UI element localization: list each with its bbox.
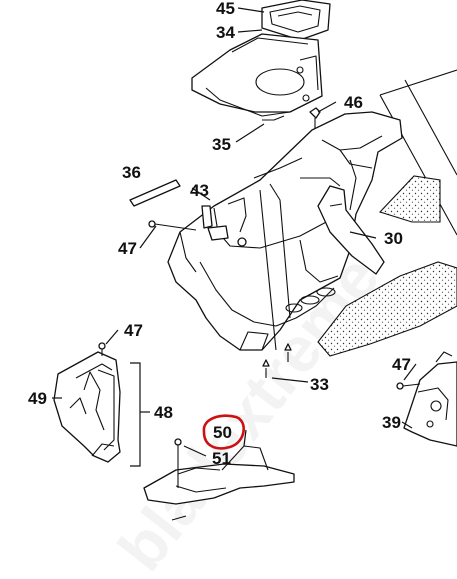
part-51-screw xyxy=(174,438,182,488)
part-33-fasteners xyxy=(262,343,292,378)
callout-47-left: 47 xyxy=(118,239,137,258)
part-35-pin xyxy=(262,115,285,121)
callout-33: 33 xyxy=(310,375,329,394)
side-panel-upper xyxy=(378,175,441,223)
callout-45: 45 xyxy=(216,0,235,18)
callout-43: 43 xyxy=(190,181,209,200)
callout-51: 51 xyxy=(212,449,231,468)
side-panel-lower xyxy=(317,261,457,357)
callout-35: 35 xyxy=(212,135,231,154)
leader-lines xyxy=(52,7,417,467)
callout-47-right: 47 xyxy=(392,355,411,374)
part-49-side-duct xyxy=(53,351,121,463)
highlight-ring xyxy=(202,414,245,450)
part-47-screw-duct xyxy=(98,342,106,356)
callout-labels: 45 34 46 35 36 43 47 30 47 49 48 33 47 3… xyxy=(28,0,411,468)
part-46-fastener xyxy=(309,107,321,128)
callout-46: 46 xyxy=(344,93,363,112)
part-45-vent-frame xyxy=(261,0,331,41)
callout-50: 50 xyxy=(213,423,232,442)
part-36-strip xyxy=(129,179,181,207)
main-hood-structure xyxy=(167,111,403,351)
part-47-screw-left xyxy=(148,220,197,231)
callout-48: 48 xyxy=(154,403,173,422)
callout-49: 49 xyxy=(28,389,47,408)
callout-47-duct: 47 xyxy=(124,321,143,340)
part-39-right-piece xyxy=(403,351,457,447)
part-47-screw-right xyxy=(396,382,421,390)
part-30-side-piece xyxy=(317,185,385,275)
part-34-upper-panel xyxy=(191,33,323,117)
callout-39: 39 xyxy=(382,413,401,432)
callout-36: 36 xyxy=(122,163,141,182)
highlight-circle xyxy=(202,414,245,450)
part-50-bracket xyxy=(143,445,295,521)
callout-30: 30 xyxy=(384,229,403,248)
part-43-clip xyxy=(201,197,247,247)
callout-34: 34 xyxy=(216,23,235,42)
